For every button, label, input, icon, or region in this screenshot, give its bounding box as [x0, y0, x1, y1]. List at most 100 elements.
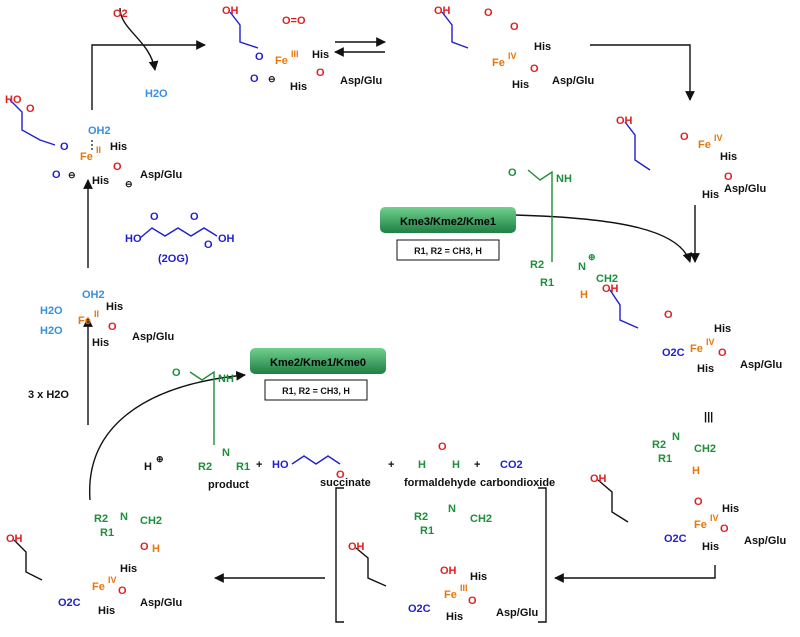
- o-2og-1: O: [150, 211, 159, 223]
- kme3-sub-text: R1, R2 = CH3, H: [414, 246, 482, 256]
- fe2-aqua-ox: II: [94, 309, 99, 319]
- fe4-c6: Fe: [694, 519, 707, 531]
- asp-glu-hem: Asp/Glu: [140, 597, 182, 609]
- kme3-box-bg: [380, 207, 516, 233]
- his-hem-2: His: [98, 605, 115, 617]
- n-hem: N: [120, 511, 128, 523]
- kme3-sub-box: [396, 239, 500, 261]
- oh2-label: OH2: [88, 125, 111, 137]
- chain-5: [609, 289, 639, 329]
- substrate-chain: [527, 169, 553, 262]
- r1-reb: R1: [420, 525, 434, 537]
- h-form-2: H: [452, 459, 460, 471]
- free-2og: HO O O O OH (2OG): [125, 211, 235, 265]
- chain-hem: [13, 539, 43, 581]
- o-2og-3: O: [204, 239, 213, 251]
- asp-glu-c5: Asp/Glu: [740, 359, 782, 371]
- complex-fe3-superoxo: OH O O ⊖ O=O Fe III His His O Asp/Glu: [222, 5, 382, 93]
- fe4-c3: Fe: [492, 57, 505, 69]
- arrow-bottom-right: [554, 565, 716, 583]
- r1-sub: R1: [540, 277, 554, 289]
- ho-label-1: HO: [5, 94, 22, 106]
- his-c5-1: His: [714, 323, 731, 335]
- his-c5-2: His: [697, 363, 714, 375]
- nh-prod: NH: [218, 373, 234, 385]
- r1-prod: R1: [236, 461, 250, 473]
- ho-2og-1: HO: [125, 233, 142, 245]
- fe2-ox: II: [96, 145, 101, 155]
- h-hat: H: [692, 465, 700, 477]
- h2o-released-label: H2O: [145, 88, 168, 100]
- byproducts: + HO O succinate + H O H formaldehyde + …: [256, 441, 555, 489]
- o2-bound: O=O: [282, 15, 306, 27]
- chain-4: [624, 121, 651, 171]
- ch2-sub: CH2: [596, 273, 618, 285]
- his-label-1: His: [110, 141, 127, 153]
- o-c3-1: O: [484, 7, 493, 19]
- o-c6: O: [694, 496, 703, 508]
- o-c2-2: O: [250, 73, 259, 85]
- fe4-c5: Fe: [690, 343, 703, 355]
- 2og-label: (2OG): [158, 253, 189, 265]
- product-chain: [189, 370, 215, 445]
- resonance-equiv: |||: [704, 411, 713, 423]
- substrate-kme3: O NH N ⊕ R2 R1 CH2 H: [508, 167, 618, 301]
- fe4-c4-ox: IV: [714, 133, 723, 143]
- kme3-box-title: Kme3/Kme2/Kme1: [400, 216, 496, 228]
- asp-glu-reb: Asp/Glu: [496, 607, 538, 619]
- hplus-sign: ⊕: [156, 454, 164, 464]
- o-succ: O: [336, 469, 345, 481]
- asp-glu-c6: Asp/Glu: [744, 535, 786, 547]
- r1-hat: R1: [658, 453, 672, 465]
- nh-sub: NH: [556, 173, 572, 185]
- fe2-aqua: Fe: [78, 315, 91, 327]
- oh-4: OH: [616, 115, 633, 127]
- o-label-4: O: [113, 161, 122, 173]
- plus-2: +: [388, 459, 394, 471]
- o-hem-2: O: [118, 585, 127, 597]
- asp-glu-c3: Asp/Glu: [552, 75, 594, 87]
- arrow-top-right: [590, 44, 695, 101]
- co2-product: CO2: [500, 459, 523, 471]
- oh-hem: OH: [6, 533, 23, 545]
- asp-glu-1: Asp/Glu: [140, 169, 182, 181]
- o-c3-2: O: [510, 21, 519, 33]
- r2-prod: R2: [198, 461, 212, 473]
- complex-fe2-2og: HO O O O ⊖ OH2 Fe II His His O Asp/Glu ⊖: [5, 94, 182, 189]
- n-hat: N: [672, 431, 680, 443]
- his-label-2: His: [92, 175, 109, 187]
- fe3-label: Fe: [275, 55, 288, 67]
- plus-3: +: [474, 459, 480, 471]
- fe4-c5-ox: IV: [706, 337, 715, 347]
- product-substrate: O NH N R2 R1 product: [172, 367, 250, 491]
- oh-3: OH: [434, 5, 451, 17]
- o-label-2: O: [60, 141, 69, 153]
- complex-fe2-aqua: OH2 H2O H2O Fe II His His O Asp/Glu: [40, 289, 174, 349]
- bracket-right: [538, 487, 547, 623]
- o-label-1: O: [26, 103, 35, 115]
- rebound-intermediate: N R2 R1 CH2 OH OH Fe III His His O2C O A…: [335, 487, 547, 623]
- carbondioxide-label: carbondioxide: [480, 477, 555, 489]
- minus-2: ⊖: [125, 179, 133, 189]
- bracket-left: [335, 487, 344, 623]
- fe3-reb: Fe: [444, 589, 457, 601]
- n-sub: N: [578, 261, 586, 273]
- o-c4-1: O: [680, 131, 689, 143]
- o-form: O: [438, 441, 447, 453]
- o-aqua: O: [108, 321, 117, 333]
- r2-sub: R2: [530, 259, 544, 271]
- chain-6: [597, 479, 629, 523]
- kme2-sub-box: [264, 379, 368, 401]
- chain-3: [441, 11, 469, 49]
- r2-reb: R2: [414, 511, 428, 523]
- chain-reb: [355, 547, 387, 587]
- product-label: product: [208, 479, 249, 491]
- oh-reb: OH: [348, 541, 365, 553]
- h2o-aqua-1: H2O: [40, 305, 63, 317]
- o2c-reb: O2C: [408, 603, 431, 615]
- kme2-sub-text: R1, R2 = CH3, H: [282, 386, 350, 396]
- o-prod: O: [172, 367, 181, 379]
- o2-label: O2: [113, 8, 128, 20]
